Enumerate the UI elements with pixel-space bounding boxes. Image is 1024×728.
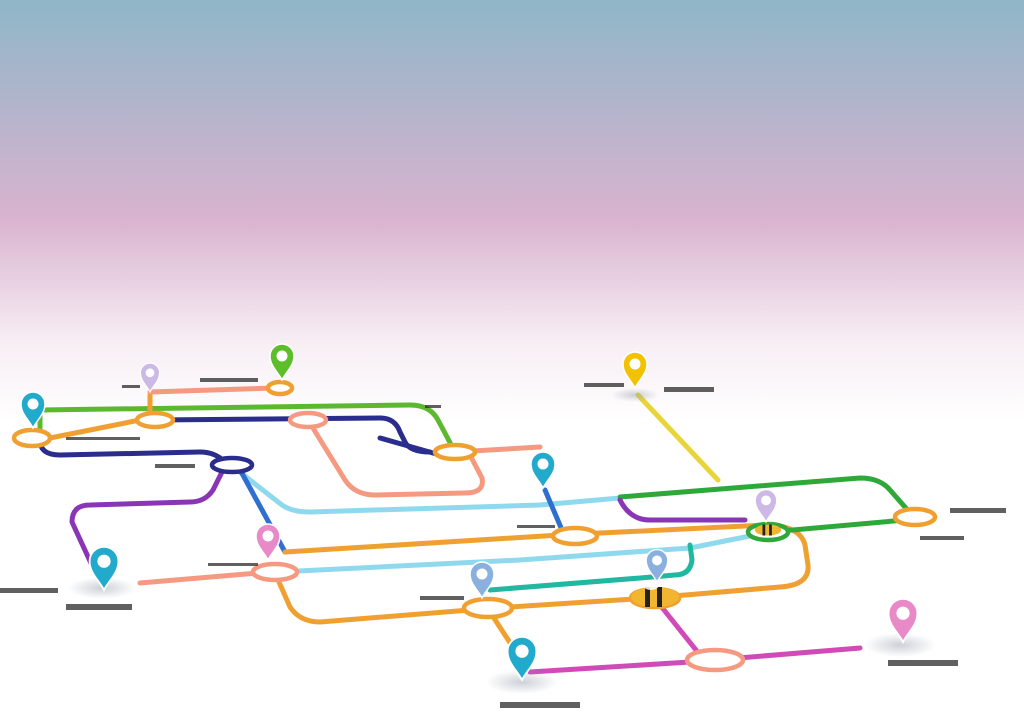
- route-salmon-loop: [305, 417, 485, 498]
- bee-stripe: [769, 524, 772, 536]
- pin-center-dot: [537, 458, 549, 470]
- route-teal-south: [487, 542, 695, 593]
- pin-body: [88, 545, 120, 593]
- pin-center-dot: [652, 555, 662, 566]
- label-mark: [888, 660, 958, 666]
- label-mark: [66, 437, 140, 440]
- map-pin-icon[interactable]: [269, 343, 295, 382]
- label-mark: [155, 464, 195, 468]
- pin-body: [645, 549, 669, 584]
- route-navy-stub: [377, 435, 443, 458]
- station-west-pink[interactable]: [250, 561, 300, 583]
- map-pin-icon[interactable]: [530, 451, 556, 490]
- map-pin-icon[interactable]: [469, 561, 495, 600]
- map-pin-icon[interactable]: [887, 597, 919, 645]
- pin-body: [530, 451, 556, 490]
- pin-body: [506, 635, 538, 683]
- route-yellow-northeast: [635, 392, 721, 483]
- station-north-junction-b[interactable]: [265, 379, 295, 397]
- pin-body: [20, 391, 46, 430]
- pin-center-dot: [276, 350, 288, 362]
- label-mark: [584, 383, 624, 387]
- bee-stripe: [645, 587, 650, 607]
- station-south-central[interactable]: [461, 596, 515, 620]
- pin-center-dot: [896, 606, 910, 620]
- label-mark: [517, 525, 555, 528]
- map-pin-icon[interactable]: [255, 523, 281, 562]
- route-skyblue-central: [229, 463, 623, 515]
- pin-body: [469, 561, 495, 600]
- pin-center-dot: [629, 358, 641, 370]
- pin-center-dot: [515, 644, 529, 658]
- label-mark: [425, 405, 441, 408]
- station-central-hub[interactable]: [209, 455, 255, 475]
- route-salmon-north: [147, 385, 278, 395]
- bee-body: [631, 587, 679, 607]
- route-purple-west: [69, 463, 228, 575]
- route-blue-east: [542, 487, 565, 533]
- station-far-east[interactable]: [892, 506, 938, 528]
- station-rings: [11, 379, 938, 673]
- station-north-junction-c[interactable]: [287, 410, 329, 430]
- label-mark: [420, 596, 464, 600]
- map-pins: [20, 343, 919, 683]
- pin-shadow-southeast: [864, 633, 936, 657]
- label-mark: [200, 378, 258, 382]
- bee-icon: [631, 580, 679, 607]
- label-mark: [950, 508, 1006, 513]
- pin-body: [754, 489, 778, 524]
- station-label-marks: [0, 378, 1006, 708]
- label-mark: [0, 588, 58, 593]
- station-north-east-junction[interactable]: [432, 442, 478, 462]
- station-west-terminal[interactable]: [11, 427, 53, 449]
- pin-center-dot: [97, 554, 111, 568]
- bee-icon: [754, 524, 782, 536]
- label-mark: [66, 604, 132, 610]
- bee-stripe: [762, 524, 766, 536]
- label-mark: [920, 536, 964, 540]
- route-purple-east: [617, 497, 748, 523]
- label-mark: [122, 385, 140, 388]
- pin-body: [269, 343, 295, 382]
- pin-center-dot: [262, 530, 274, 542]
- route-orange-south: [272, 570, 473, 625]
- bee-body: [754, 524, 782, 536]
- pin-body: [622, 351, 648, 390]
- pin-body: [887, 597, 919, 645]
- route-darkgreen-east: [617, 475, 915, 518]
- pin-center-dot: [476, 568, 488, 580]
- label-mark: [500, 702, 580, 708]
- map-pin-icon[interactable]: [645, 549, 669, 584]
- pin-body: [139, 362, 161, 394]
- route-orange-west: [137, 569, 273, 586]
- bee-wing: [643, 580, 659, 590]
- station-central-east[interactable]: [550, 525, 600, 547]
- label-mark: [208, 563, 258, 566]
- station-south-east[interactable]: [684, 647, 746, 673]
- route-magenta-south: [657, 602, 703, 658]
- pin-body: [255, 523, 281, 562]
- map-pin-icon[interactable]: [88, 545, 120, 593]
- route-skyblue-south: [275, 532, 758, 575]
- map-pin-icon[interactable]: [622, 351, 648, 390]
- map-pin-icon[interactable]: [20, 391, 46, 430]
- map-pin-icon[interactable]: [506, 635, 538, 683]
- map-pin-icon[interactable]: [139, 362, 161, 394]
- route-darkgreen-east-2: [767, 517, 908, 535]
- station-north-junction-a[interactable]: [134, 410, 176, 430]
- bee-stripe: [657, 587, 662, 607]
- pin-center-dot: [761, 495, 771, 506]
- pin-center-dot: [27, 398, 39, 410]
- pin-shadow-northeast: [611, 388, 659, 402]
- label-mark: [664, 387, 714, 392]
- pin-center-dot: [145, 368, 155, 378]
- map-pin-icon[interactable]: [754, 489, 778, 524]
